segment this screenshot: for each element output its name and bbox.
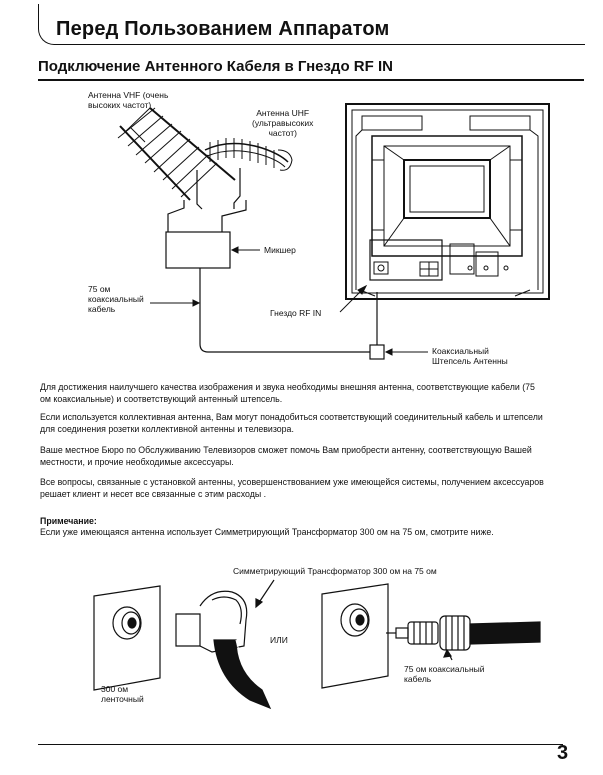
paragraph-1: Для достижения наилучшего качества изобр… — [40, 382, 535, 404]
note-text: Если уже имеющаяся антенна использует Си… — [40, 527, 494, 537]
antenna-connection-diagram — [117, 103, 550, 360]
paragraph-3: Ваше местное Бюро по Обслуживанию Телеви… — [40, 445, 532, 467]
coax-cable-label: 75 ом коаксиальный кабель — [88, 284, 144, 314]
coax-connector-icon — [386, 615, 541, 651]
mixer-label: Микшер — [264, 245, 296, 255]
ribbon-label: 300 ом ленточный — [101, 684, 144, 704]
coax-label: 75 ом коаксиальный кабель — [404, 664, 485, 684]
mixer-box — [165, 231, 231, 269]
uhf-antenna-label: Антенна UHF (ультравысоких частот) — [252, 108, 314, 138]
balun-transformer-icon — [175, 590, 272, 710]
or-label: ИЛИ — [270, 635, 288, 645]
vhf-antenna-label: Антенна VHF (очень высоких частот) — [88, 90, 169, 110]
paragraph-4: Все вопросы, связанные с установкой анте… — [40, 477, 544, 499]
header-frame — [38, 4, 585, 45]
paragraph-2: Если используется коллективная антенна, … — [40, 412, 543, 434]
page-title: Перед Пользованием Аппаратом — [56, 18, 390, 40]
note-label: Примечание: — [40, 516, 97, 526]
section-rule — [38, 79, 584, 81]
wall-socket-left — [93, 585, 161, 691]
rf-in-label: Гнездо RF IN — [270, 308, 322, 318]
section-title: Подключение Антенного Кабеля в Гнездо RF… — [38, 58, 393, 75]
coax-plug-label: Коаксиальный Штепсель Антенны — [432, 346, 508, 366]
tv-rear-panel — [345, 103, 550, 300]
transformer-label: Симметрирующий Трансформатор 300 ом на 7… — [233, 566, 437, 576]
page-number: 3 — [557, 742, 569, 764]
uhf-antenna-icon — [204, 138, 293, 171]
wall-socket-right — [321, 583, 389, 689]
footer-rule — [38, 744, 563, 746]
vhf-antenna-icon — [117, 107, 236, 201]
